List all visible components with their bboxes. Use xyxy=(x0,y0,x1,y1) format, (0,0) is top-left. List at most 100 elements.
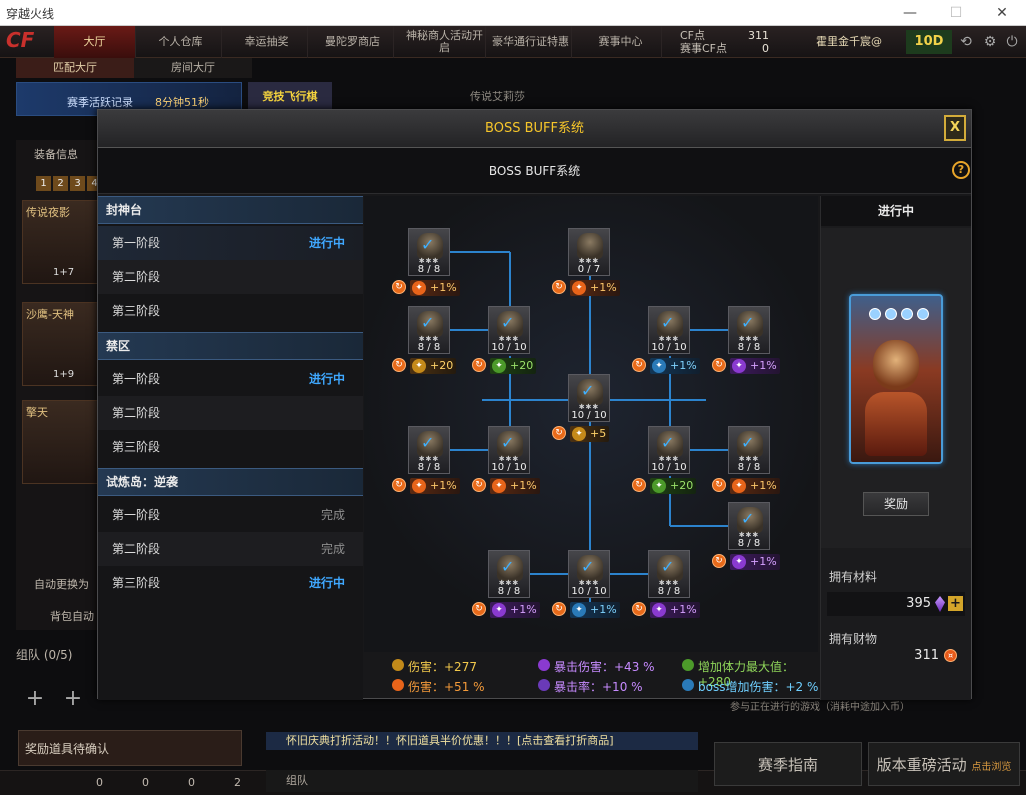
node-progress: 10 / 10 xyxy=(491,462,527,473)
tab-match-lobby[interactable]: 匹配大厅 xyxy=(16,58,134,78)
buff-node[interactable]: ✓✱✱✱10 / 10 xyxy=(648,306,690,354)
nav-lucky-draw[interactable]: 幸运抽奖 xyxy=(226,26,308,58)
buff-node[interactable]: ✓✱✱✱10 / 10 xyxy=(488,426,530,474)
stage-item[interactable]: 第三阶段 进行中 xyxy=(98,566,363,600)
add-team-member-icon[interactable]: + xyxy=(25,686,45,711)
buff-node[interactable]: ✓✱✱✱8 / 8 xyxy=(488,550,530,598)
node-progress: 0 / 7 xyxy=(577,264,601,275)
power-icon[interactable]: ⏻ xyxy=(1006,34,1018,50)
flying-chess-banner[interactable]: 竞技飞行棋 xyxy=(248,82,332,112)
premium-points-label: 赛事CF点 xyxy=(680,42,728,55)
buff-node[interactable]: ✓✱✱✱8 / 8 xyxy=(728,502,770,550)
lobby-subtabs: 匹配大厅 房间大厅 xyxy=(16,58,252,78)
upgrade-icon[interactable]: ↻ xyxy=(632,358,646,372)
buff-bonus-value: +1% xyxy=(510,603,537,616)
buff-node[interactable]: ✱✱✱0 / 7 xyxy=(568,228,610,276)
minimize-button[interactable]: — xyxy=(903,5,917,21)
buff-node[interactable]: ✓✱✱✱10 / 10 xyxy=(648,426,690,474)
upgrade-icon[interactable]: ↻ xyxy=(712,358,726,372)
stage-item[interactable]: 第一阶段 进行中 xyxy=(98,362,363,396)
stage-label: 第二阶段 xyxy=(112,406,161,420)
buff-bonus-tag: ✦+1% xyxy=(730,554,780,570)
add-team-member-icon[interactable]: + xyxy=(63,686,83,711)
help-icon[interactable]: ? xyxy=(952,161,970,179)
buff-node[interactable]: ✓✱✱✱10 / 10 xyxy=(568,550,610,598)
buff-type-icon: ✦ xyxy=(652,479,666,493)
version-event-button[interactable]: 版本重磅活动 点击浏览 xyxy=(868,742,1020,786)
loadout-slot-2[interactable]: 2 xyxy=(53,176,68,191)
gear-icon[interactable]: ⚙ xyxy=(983,34,997,50)
news-ticker[interactable]: 怀旧庆典打折活动！！怀旧道具半价优惠！！！[点击查看打折商品] xyxy=(266,732,698,750)
stage-item[interactable]: 第二阶段 xyxy=(98,396,363,430)
auto-replace-label[interactable]: 自动更换为 xyxy=(34,578,89,591)
loadout-slot-1[interactable]: 1 xyxy=(36,176,51,191)
buff-node[interactable]: ✓✱✱✱10 / 10 xyxy=(488,306,530,354)
dialog-close-button[interactable]: X xyxy=(944,115,966,141)
check-icon: ✓ xyxy=(661,433,675,452)
username[interactable]: 霍里金千宸@ xyxy=(816,35,882,48)
stage-item[interactable]: 第一阶段 进行中 xyxy=(98,226,363,260)
stage-label: 第一阶段 xyxy=(112,372,161,386)
buff-node[interactable]: ✓✱✱✱8 / 8 xyxy=(728,426,770,474)
reward-confirm-button[interactable]: 奖励道具待确认 xyxy=(18,730,242,766)
upgrade-icon[interactable]: ↻ xyxy=(472,358,486,372)
stage-item[interactable]: 第二阶段 xyxy=(98,260,363,294)
auto-bag-label[interactable]: 背包自动 xyxy=(50,610,94,623)
upgrade-icon[interactable]: ↻ xyxy=(392,358,406,372)
upgrade-icon[interactable]: ↻ xyxy=(472,602,486,616)
weapon-card[interactable]: 传说夜影 1+7 xyxy=(22,200,98,284)
upgrade-icon[interactable]: ↻ xyxy=(552,602,566,616)
upgrade-icon[interactable]: ↻ xyxy=(712,554,726,568)
upgrade-icon[interactable]: ↻ xyxy=(472,478,486,492)
star-gem-icon xyxy=(901,308,913,320)
upgrade-icon[interactable]: ↻ xyxy=(392,478,406,492)
weapon-card[interactable]: 沙鹰-天神 1+9 xyxy=(22,302,98,386)
upgrade-icon[interactable]: ↻ xyxy=(552,280,566,294)
boss-figure xyxy=(737,507,763,533)
stage-item[interactable]: 第三阶段 xyxy=(98,430,363,464)
star-gem-icon xyxy=(869,308,881,320)
stage-item[interactable]: 第二阶段 完成 xyxy=(98,532,363,566)
weapon-card[interactable]: 擎天 xyxy=(22,400,98,484)
equipment-info-tab[interactable]: 装备信息 xyxy=(34,148,78,161)
nav-lobby[interactable]: 大厅 xyxy=(54,26,136,58)
buff-bonus-tag: ✦+5 xyxy=(570,426,610,442)
stage-item[interactable]: 第三阶段 xyxy=(98,294,363,328)
stage-status: 进行中 xyxy=(308,236,345,250)
stage-label: 第三阶段 xyxy=(112,576,161,590)
cf-points-label: CF点 xyxy=(680,29,706,42)
boss-card[interactable] xyxy=(849,294,943,464)
upgrade-icon[interactable]: ↻ xyxy=(552,426,566,440)
buff-bonus-tag: ✦+1% xyxy=(570,280,620,296)
season-guide-button[interactable]: 赛季指南 xyxy=(714,742,862,786)
upgrade-icon[interactable]: ↻ xyxy=(632,602,646,616)
refresh-icon[interactable]: ⟲ xyxy=(960,34,972,50)
add-materials-button[interactable]: + xyxy=(948,596,963,611)
premium-points-value: 0 xyxy=(762,42,769,55)
close-window-button[interactable]: ✕ xyxy=(996,5,1008,21)
upgrade-icon[interactable]: ↻ xyxy=(712,478,726,492)
summary-label: boss增加伤害：+2 % xyxy=(698,680,819,694)
buff-bonus-value: +1% xyxy=(430,479,457,492)
loadout-slot-3[interactable]: 3 xyxy=(70,176,85,191)
upgrade-icon[interactable]: ↻ xyxy=(392,280,406,294)
buff-node[interactable]: ✓✱✱✱8 / 8 xyxy=(408,306,450,354)
maximize-button[interactable]: ☐ xyxy=(949,5,963,21)
nav-mandala-shop[interactable]: 曼陀罗商店 xyxy=(312,26,394,58)
nav-warehouse[interactable]: 个人仓库 xyxy=(140,26,222,58)
nav-luxury-pass[interactable]: 豪华通行证特惠 xyxy=(490,26,572,58)
upgrade-icon[interactable]: ↻ xyxy=(632,478,646,492)
nav-event-center[interactable]: 赛事中心 xyxy=(580,26,662,58)
stage-item[interactable]: 第一阶段 完成 xyxy=(98,498,363,532)
buff-node[interactable]: ✓✱✱✱8 / 8 xyxy=(728,306,770,354)
weapon-name: 传说夜影 xyxy=(26,206,70,219)
buff-node[interactable]: ✓✱✱✱8 / 8 xyxy=(408,228,450,276)
buff-node[interactable]: ✓✱✱✱8 / 8 xyxy=(648,550,690,598)
buff-node[interactable]: ✓✱✱✱8 / 8 xyxy=(408,426,450,474)
boss-figure xyxy=(577,233,603,259)
buff-node[interactable]: ✓✱✱✱10 / 10 xyxy=(568,374,610,422)
reward-button[interactable]: 奖励 xyxy=(863,492,929,516)
tab-room-lobby[interactable]: 房间大厅 xyxy=(171,61,215,74)
nav-mystery-merchant[interactable]: 神秘商人活动开启 xyxy=(404,26,486,58)
rank-stars: ✱✱✱ xyxy=(418,335,440,343)
